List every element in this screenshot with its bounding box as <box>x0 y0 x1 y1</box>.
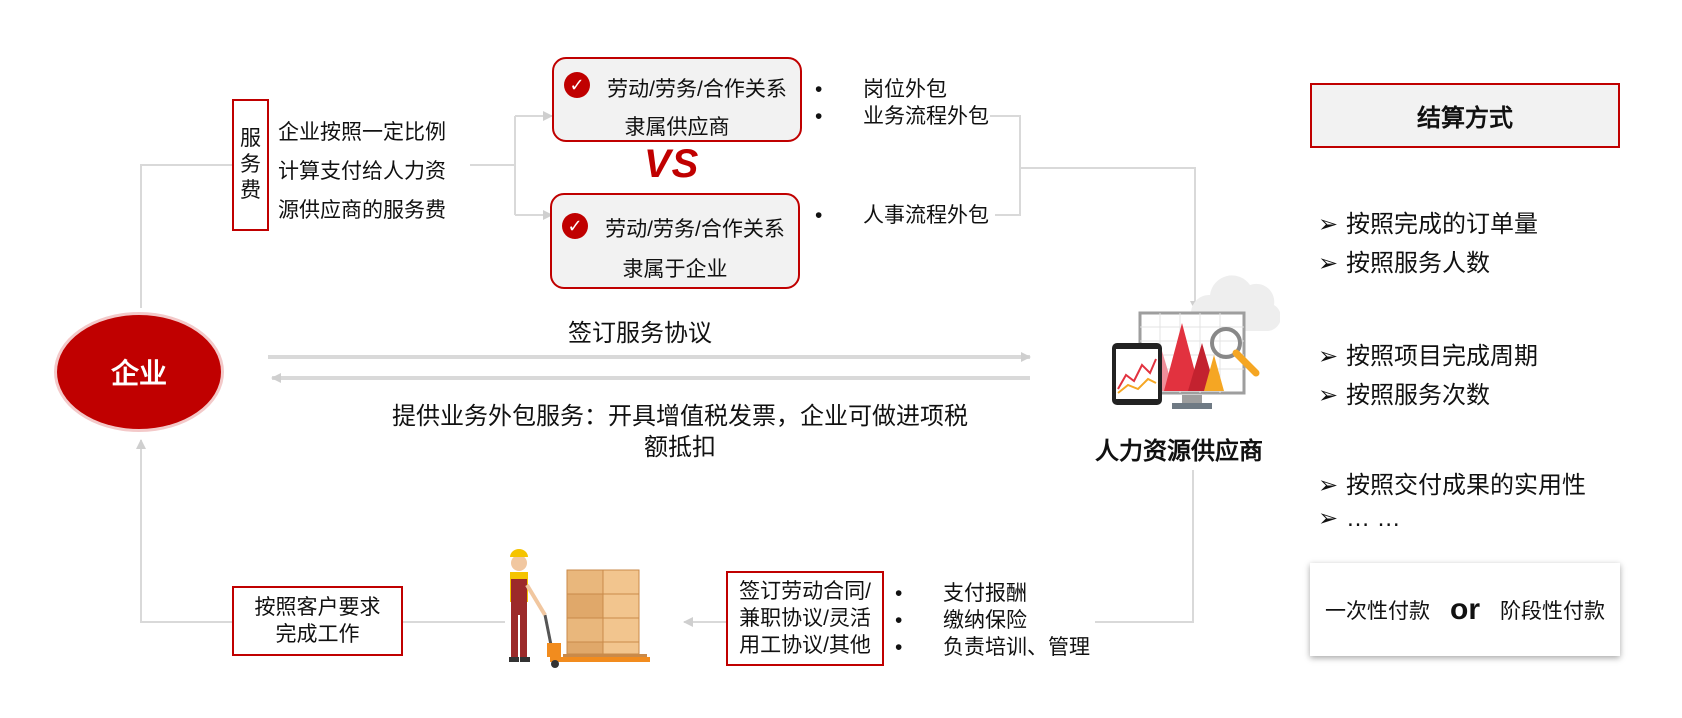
service-fee-line: 计算支付给人力资 <box>278 160 446 183</box>
enterprise-node: 企业 <box>57 315 221 429</box>
relation-box-enterprise: ✓ 劳动/劳务/合作关系 隶属于企业 <box>550 193 800 289</box>
service-fee-line: 源供应商的服务费 <box>278 199 446 222</box>
agreement-label: 签订服务协议 <box>568 320 712 347</box>
relation-line: 劳动/劳务/合作关系 <box>605 218 785 241</box>
settlement-item: ➢ 按照交付成果的实用性 <box>1318 465 1586 500</box>
bullet: • <box>815 204 823 227</box>
arrow-icon: ➢ <box>1318 505 1339 532</box>
settlement-item-label: 按照项目完成周期 <box>1346 343 1538 370</box>
bullet: • <box>895 609 903 632</box>
service-fee-line: 企业按照一定比例 <box>278 121 446 144</box>
enterprise-label: 企业 <box>110 358 167 389</box>
duty-item: 负责培训、管理 <box>943 636 1090 659</box>
contract-box: 签订劳动合同/ 兼职协议/灵活 用工协议/其他 <box>726 571 884 666</box>
arrow-icon: ➢ <box>1318 472 1339 499</box>
check-icon: ✓ <box>562 213 588 239</box>
payment-staged: 阶段性付款 <box>1500 599 1605 623</box>
customer-request-line: 按照客户要求 <box>254 596 381 619</box>
worker-illustration <box>509 549 650 668</box>
settlement-item: ➢ 按照完成的订单量 <box>1318 204 1538 239</box>
settlement-item-label: 按照完成的订单量 <box>1346 211 1538 238</box>
duty-item: 缴纳保险 <box>943 609 1027 632</box>
customer-request-line: 完成工作 <box>275 623 360 646</box>
outsourcing-item: 岗位外包 <box>863 78 947 101</box>
settlement-item-label: 按照服务次数 <box>1346 382 1490 409</box>
payment-or: or <box>1450 592 1480 626</box>
settlement-item: ➢ 按照服务次数 <box>1318 375 1490 410</box>
relation-box-supplier: ✓ 劳动/劳务/合作关系 隶属供应商 <box>552 57 802 142</box>
bullet: • <box>815 105 823 128</box>
outsourcing-item: 人事流程外包 <box>863 204 989 227</box>
service-fee-label: 服务费 <box>240 127 261 202</box>
outsourcing-list-bottom: • 人事流程外包 <box>815 202 1005 232</box>
check-icon: ✓ <box>564 72 590 98</box>
settlement-item: ➢ … … <box>1318 504 1401 533</box>
settlement-item-label: 按照交付成果的实用性 <box>1346 472 1586 499</box>
contract-line: 签订劳动合同/ <box>739 580 871 603</box>
duty-item: 支付报酬 <box>943 582 1027 605</box>
settlement-item-label: 按照服务人数 <box>1346 250 1490 277</box>
arrow-icon: ➢ <box>1318 382 1339 409</box>
bullet: • <box>895 636 903 659</box>
settlement-item-label: … … <box>1346 505 1401 532</box>
settlement-item: ➢ 按照服务人数 <box>1318 243 1490 278</box>
settlement-title: 结算方式 <box>1417 105 1513 132</box>
settlement-title-box: 结算方式 <box>1310 83 1620 148</box>
settlement-item: ➢ 按照项目完成周期 <box>1318 336 1538 371</box>
outsourcing-item: 业务流程外包 <box>863 105 989 128</box>
payment-box: 一次性付款 or 阶段性付款 <box>1310 563 1620 656</box>
vs-label: VS <box>644 142 700 186</box>
contract-line: 用工协议/其他 <box>739 634 871 657</box>
service-description: 提供业务外包服务：开具增值税发票，企业可做进项税 额抵扣 <box>370 401 990 463</box>
service-description-line: 额抵扣 <box>644 434 716 461</box>
service-description-line: 提供业务外包服务：开具增值税发票，企业可做进项税 <box>392 403 968 430</box>
relation-line: 劳动/劳务/合作关系 <box>607 78 787 101</box>
contract-line: 兼职协议/灵活 <box>739 607 871 630</box>
service-fee-box: 服务费 <box>232 99 269 231</box>
relation-line: 隶属供应商 <box>624 116 730 139</box>
relation-line: 隶属于企业 <box>622 258 728 281</box>
payment-one-time: 一次性付款 <box>1325 599 1430 623</box>
outsourcing-list-top: • 岗位外包 • 业务流程外包 <box>815 76 1005 136</box>
arrow-icon: ➢ <box>1318 250 1339 277</box>
provider-illustration <box>1112 275 1280 409</box>
service-fee-description: 企业按照一定比例 计算支付给人力资 源供应商的服务费 <box>278 113 446 230</box>
arrow-icon: ➢ <box>1318 211 1339 238</box>
duties-list: • 支付报酬 • 缴纳保险 • 负责培训、管理 <box>895 580 1105 665</box>
arrow-icon: ➢ <box>1318 343 1339 370</box>
customer-request-box: 按照客户要求 完成工作 <box>232 586 403 656</box>
bullet: • <box>815 78 823 101</box>
bullet: • <box>895 582 903 605</box>
provider-label: 人力资源供应商 <box>1095 438 1263 465</box>
